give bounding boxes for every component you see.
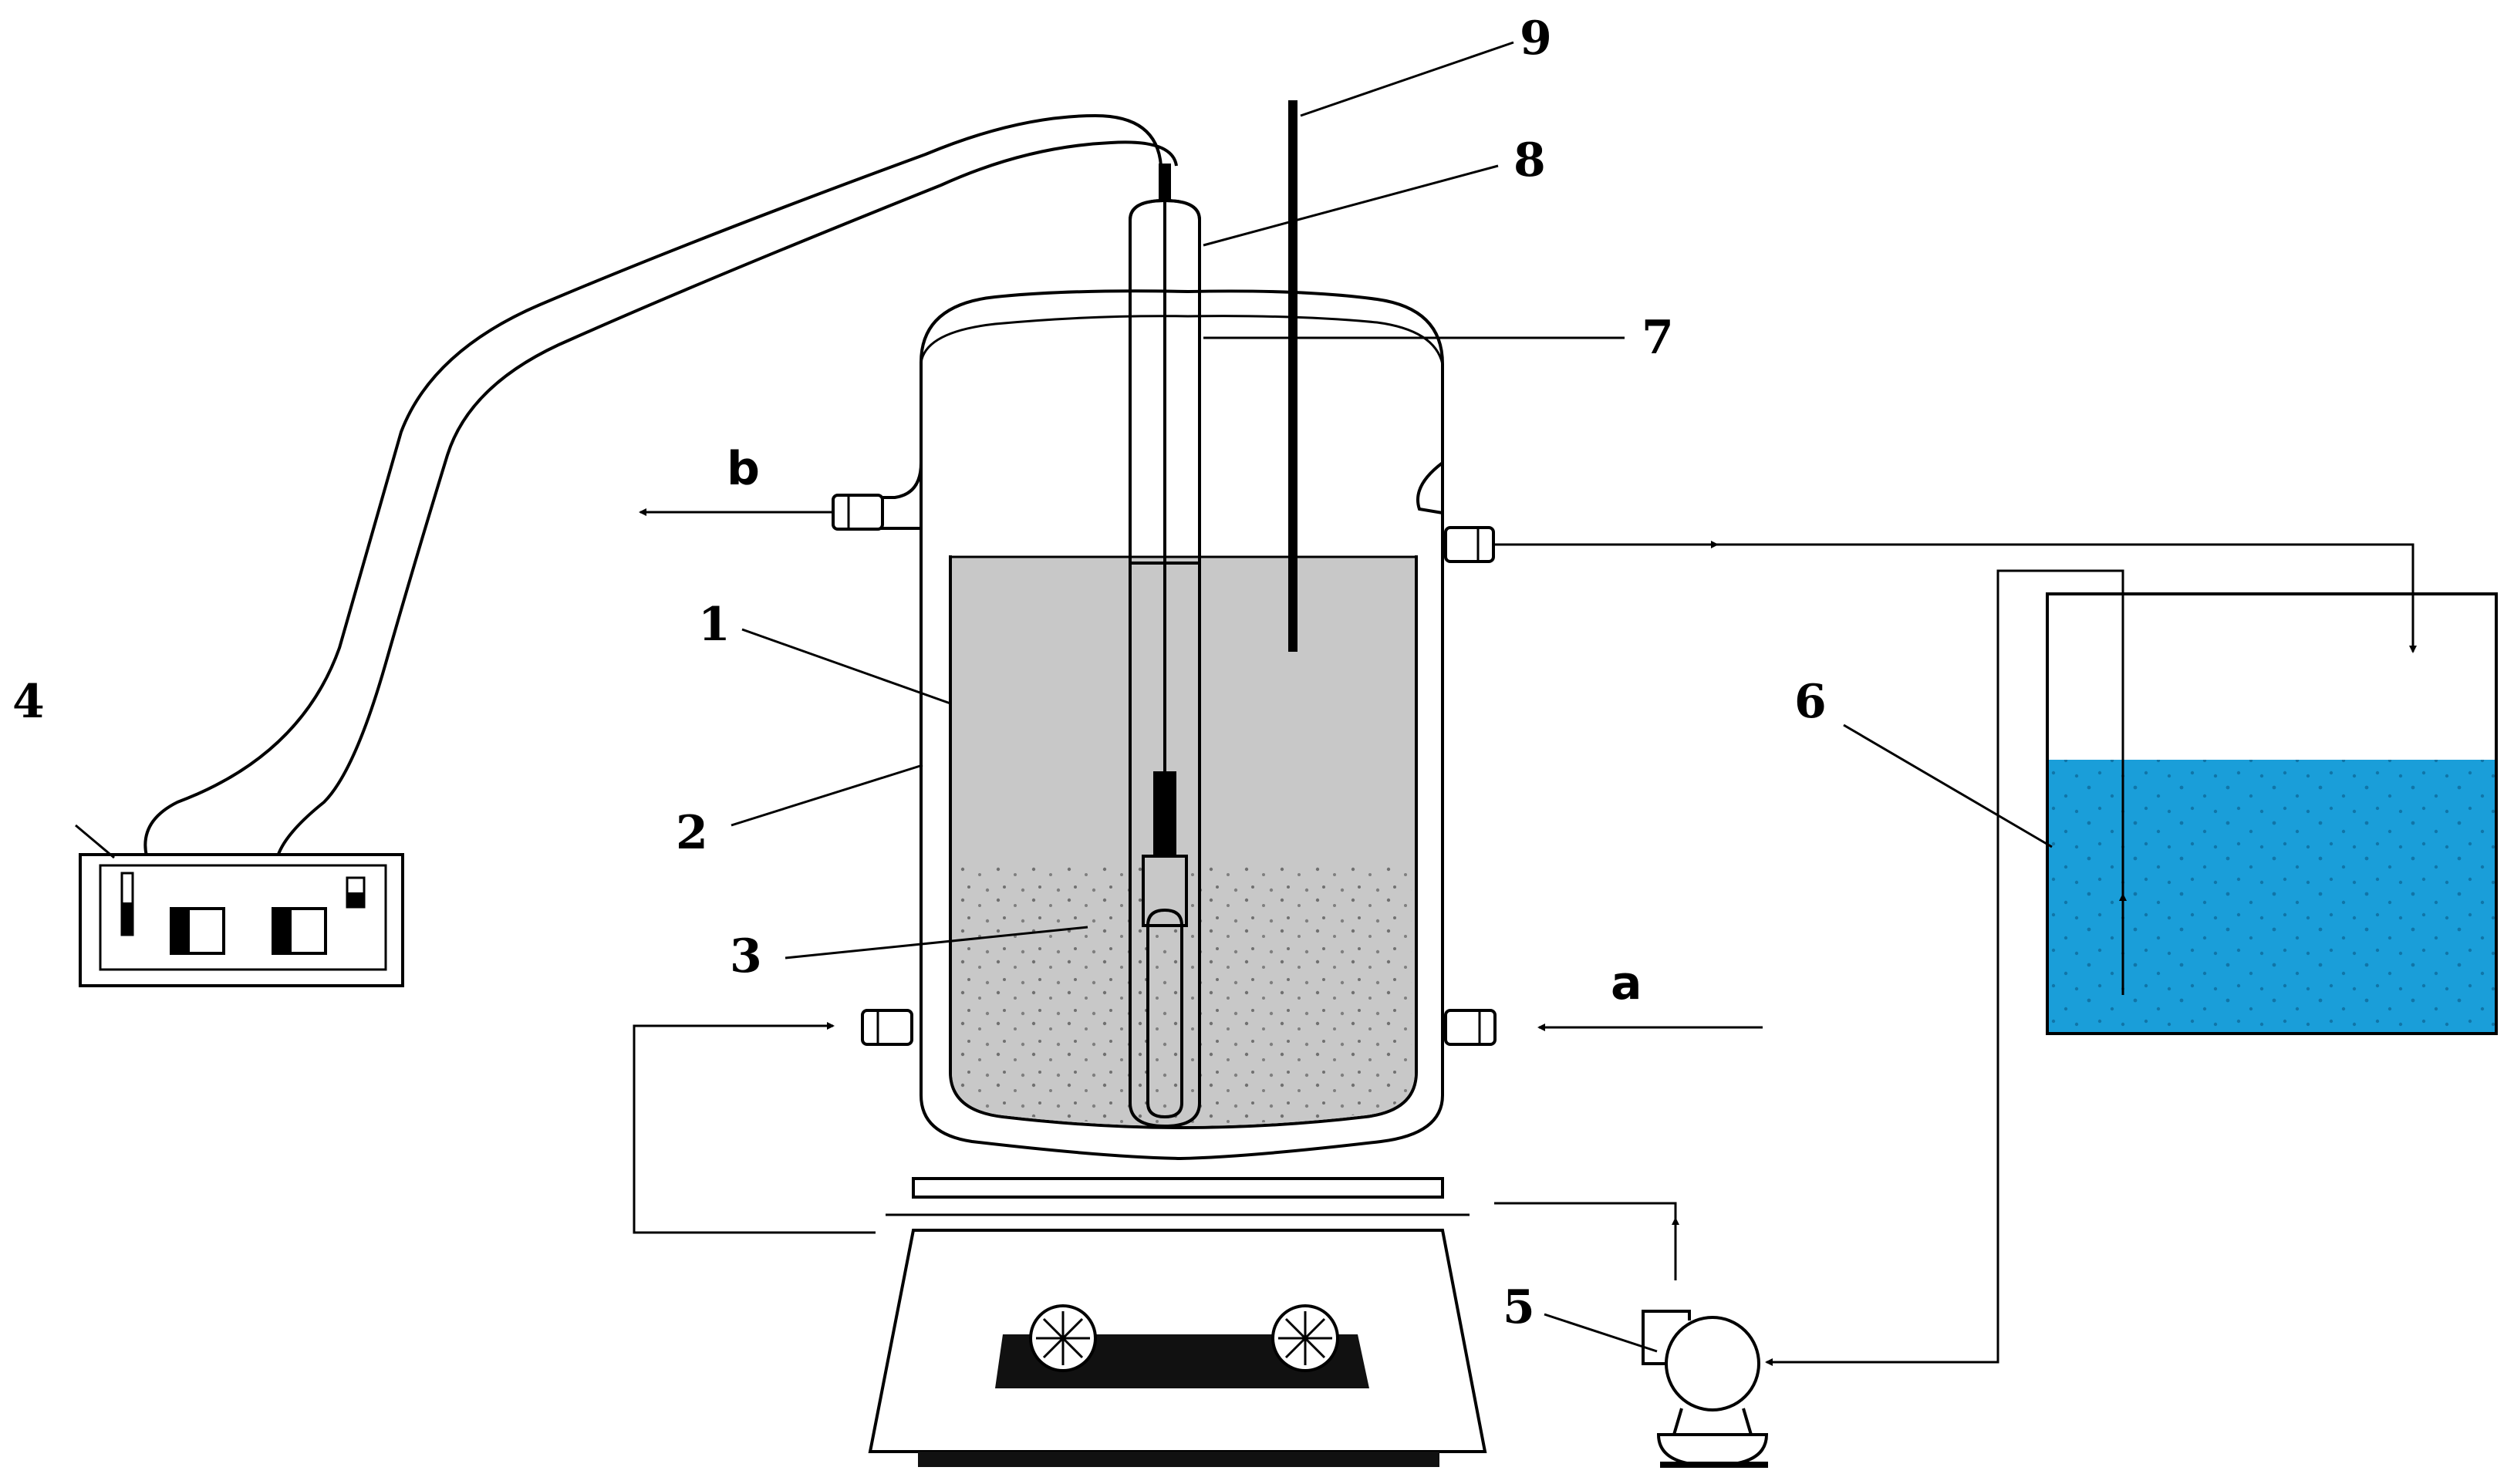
label-3: 3	[730, 929, 762, 983]
label-9: 9	[1520, 12, 1552, 66]
meter-device	[79, 853, 404, 987]
knob-icon	[1029, 1304, 1097, 1372]
stirrer-plate	[912, 1177, 1444, 1199]
port-outlet-right	[1416, 461, 1495, 563]
label-6: 6	[1794, 675, 1827, 729]
stirrer-body	[868, 1229, 1487, 1453]
meter-inner	[99, 864, 387, 971]
labels: 1 2 3 4 5 6 7 8 9 a b	[12, 12, 1827, 1334]
label-b: b	[727, 442, 760, 496]
label-a: a	[1611, 956, 1642, 1010]
port-inlet-a	[1444, 1009, 1497, 1046]
label-2: 2	[676, 806, 708, 860]
port-outlet-b	[832, 462, 923, 531]
label-4: 4	[12, 675, 45, 729]
water-speckle	[2047, 760, 2496, 1034]
label-8: 8	[1513, 133, 1546, 187]
circulation-lines	[633, 508, 2417, 1366]
stirrer-base	[918, 1452, 1439, 1467]
thermometer-rod	[1288, 100, 1297, 652]
label-7: 7	[1642, 311, 1674, 365]
electrode-tube	[1129, 164, 1201, 1128]
leader-lines	[75, 41, 2053, 1353]
magnetic-stirrer	[868, 1177, 1487, 1467]
electrode-cable	[143, 113, 1178, 857]
port-inlet-left	[861, 1009, 913, 1046]
knob-icon	[1271, 1304, 1339, 1372]
bath-tank	[2046, 592, 2498, 1035]
label-1: 1	[698, 598, 731, 652]
label-5: 5	[1503, 1280, 1535, 1334]
water-bath	[2046, 592, 2498, 1035]
reactor-inner-vessel	[949, 555, 1418, 1130]
pump	[1642, 1310, 1769, 1468]
